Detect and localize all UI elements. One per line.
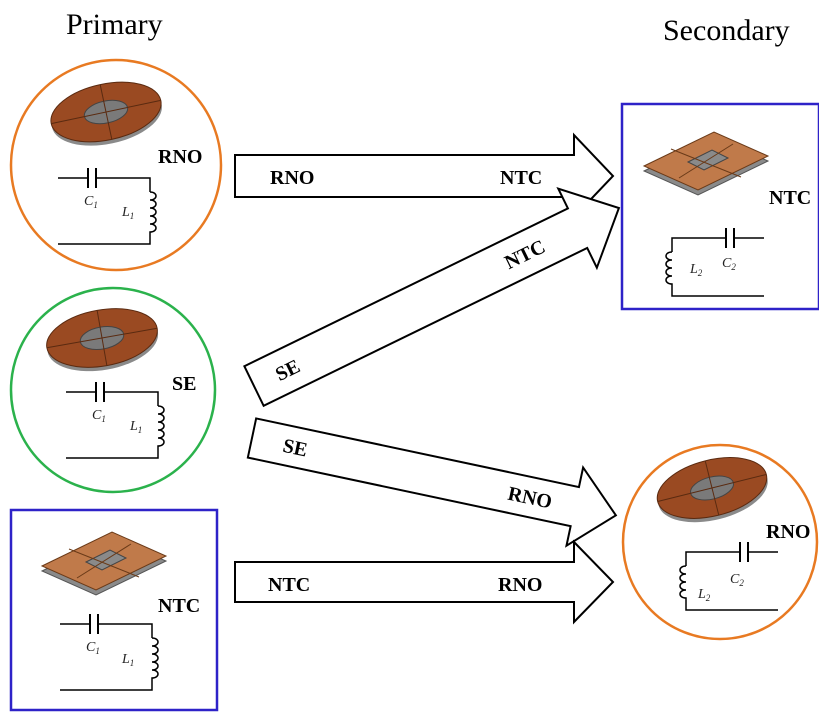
- capacitor-symbol: C2: [730, 572, 744, 588]
- arrow-source-label: NTC: [268, 574, 310, 596]
- inductor-symbol: L2: [697, 587, 711, 603]
- primary-rno-node: C1 L1 RNO: [9, 58, 223, 272]
- rect-pad-icon: [41, 531, 167, 596]
- lc-circuit: [59, 613, 159, 691]
- round-coil-icon: [44, 72, 168, 156]
- arrow-target-label: RNO: [498, 574, 542, 596]
- ntc-box-border: [620, 102, 819, 311]
- lc-circuit: [665, 227, 765, 297]
- arrow-source-label: RNO: [270, 167, 314, 189]
- arrow-ntc-to-rno: NTC RNO: [234, 539, 615, 625]
- arrow-target-label: NTC: [500, 167, 542, 189]
- primary-se-node: C1 L1 SE: [9, 286, 217, 494]
- inductor-symbol: L2: [689, 262, 703, 278]
- primary-rno-label: RNO: [158, 146, 202, 168]
- arrow-se-to-ntc: SE NTC: [243, 186, 621, 408]
- primary-ntc-node: C1 L1 NTC: [9, 508, 219, 712]
- secondary-ntc-label: NTC: [769, 187, 811, 209]
- capacitor-symbol: C1: [92, 408, 106, 424]
- ntc-box-border: [9, 508, 219, 712]
- inductor-symbol: L1: [121, 652, 134, 668]
- primary-ntc-label: NTC: [158, 595, 200, 617]
- rect-pad-icon: [643, 131, 769, 196]
- inductor-symbol: L1: [121, 205, 134, 221]
- primary-header: Primary: [66, 8, 163, 41]
- secondary-ntc-node: C2 L2 NTC: [620, 102, 819, 311]
- secondary-rno-label: RNO: [766, 521, 810, 543]
- capacitor-symbol: C1: [86, 640, 100, 656]
- arrow-rno-to-ntc: RNO NTC: [234, 132, 615, 220]
- lc-circuit: [65, 381, 165, 459]
- secondary-header: Secondary: [663, 14, 790, 47]
- arrow-source-label: SE: [281, 435, 310, 462]
- secondary-rno-node: C2 L2 RNO: [621, 443, 819, 641]
- rno-circle-border: [621, 443, 819, 641]
- inductor-symbol: L1: [129, 419, 142, 435]
- lc-circuit: [57, 167, 157, 245]
- capacitor-symbol: C1: [84, 194, 98, 210]
- rno-circle-border: [9, 58, 223, 272]
- round-coil-icon: [41, 300, 164, 380]
- se-circle-border: [9, 286, 217, 494]
- arrow-se-to-rno: SE RNO: [246, 417, 618, 548]
- primary-se-label: SE: [172, 373, 196, 395]
- capacitor-symbol: C2: [722, 256, 736, 272]
- lc-circuit: [679, 541, 779, 611]
